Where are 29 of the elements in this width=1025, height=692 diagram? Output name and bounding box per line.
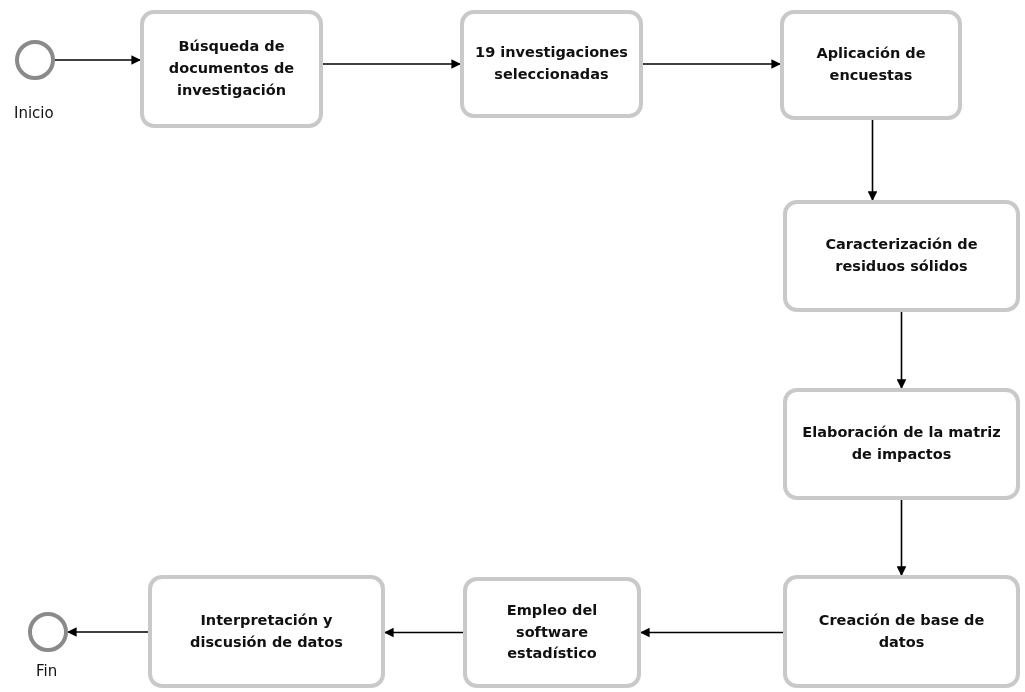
- step-label: Búsqueda de documentos de investigación: [167, 37, 296, 100]
- step-label: Aplicación de encuestas: [815, 44, 927, 85]
- process-box: [783, 200, 1020, 312]
- arrow: [54, 55, 141, 65]
- arrow: [67, 627, 149, 637]
- event-label: Inicio: [14, 104, 54, 122]
- process-box: [783, 575, 1020, 688]
- arrow: [642, 59, 781, 69]
- process-box: [148, 575, 385, 688]
- event-circle: [28, 612, 68, 652]
- process-box: [463, 577, 641, 688]
- process-box: [783, 388, 1020, 500]
- arrow: [640, 627, 784, 638]
- step-label: Caracterización de residuos sólidos: [824, 235, 979, 276]
- arrow: [384, 627, 464, 638]
- arrow: [896, 499, 907, 576]
- process-box: [140, 10, 323, 128]
- step-label: Elaboración de la matriz de impactos: [801, 423, 1002, 464]
- arrow: [867, 119, 878, 201]
- process-box: [780, 10, 962, 120]
- step-label: Creación de base de datos: [817, 610, 986, 652]
- event-circle: [15, 40, 55, 80]
- step-label: Empleo del software estadístico: [505, 600, 599, 664]
- arrow: [322, 59, 461, 69]
- arrow: [896, 311, 907, 389]
- event-label: Fin: [36, 662, 58, 680]
- step-label: Interpretación y discusión de datos: [189, 610, 344, 652]
- process-box: [460, 10, 643, 118]
- step-label: 19 investigaciones seleccionadas: [474, 43, 629, 84]
